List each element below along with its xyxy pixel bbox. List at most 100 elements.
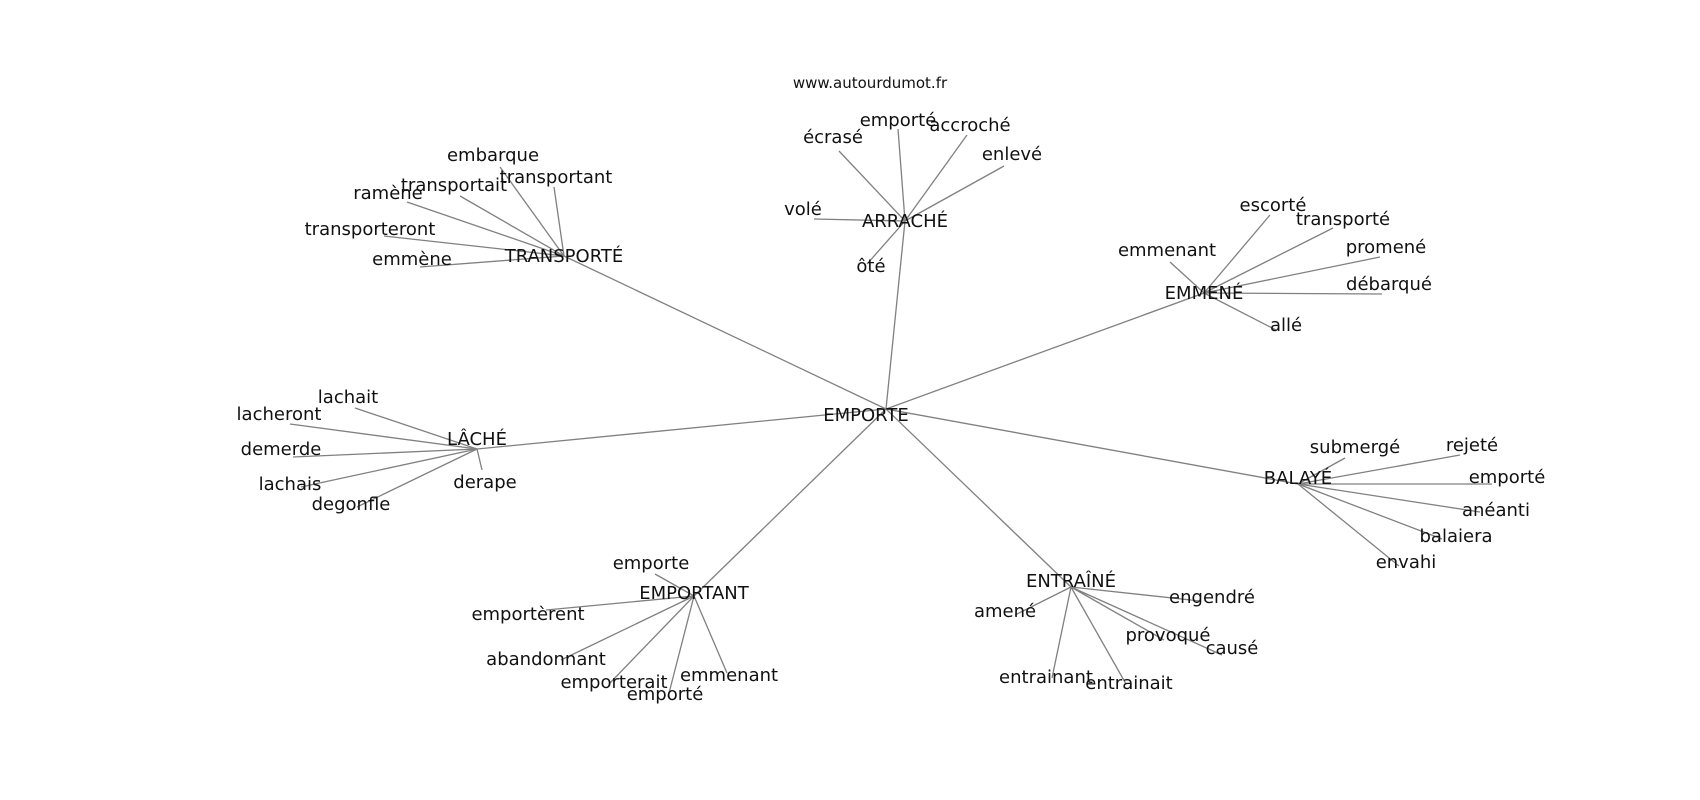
hub-word-edge bbox=[1070, 586, 1165, 641]
related-word: ramène bbox=[353, 183, 423, 204]
hub-word-edge bbox=[1203, 214, 1271, 294]
related-word: entrainait bbox=[1085, 673, 1172, 694]
related-word: entrainant bbox=[999, 667, 1093, 688]
hub-word: LÂCHÉ bbox=[447, 428, 507, 450]
hub-word-edge bbox=[300, 448, 478, 488]
watermark-text: www.autourdumot.fr bbox=[793, 74, 948, 92]
hub-word-edge bbox=[383, 235, 565, 257]
related-word: balaiera bbox=[1420, 526, 1493, 547]
hub-word-edge bbox=[838, 150, 906, 222]
hub-word-edge bbox=[499, 166, 565, 257]
hub-word: BALAYÉ bbox=[1264, 467, 1332, 489]
hub-word-edge bbox=[1297, 483, 1443, 540]
hub-word-edge bbox=[667, 595, 695, 698]
related-word: submergé bbox=[1310, 437, 1400, 458]
hub-word-edge bbox=[1297, 457, 1346, 485]
hub-word-edge bbox=[419, 255, 565, 268]
hub-word-edge bbox=[406, 201, 565, 257]
hub-word-edge bbox=[904, 165, 1005, 222]
related-word: emmenant bbox=[1118, 240, 1216, 261]
graph-labels: EMPORTEARRACHÉemportéaccrochéécraséenlev… bbox=[237, 110, 1546, 705]
hub-word-edge bbox=[289, 423, 478, 450]
hub-word-edge bbox=[1203, 292, 1277, 331]
related-word: débarqué bbox=[1346, 274, 1432, 295]
hub-word: EMMENÉ bbox=[1165, 282, 1244, 304]
related-word: ôté bbox=[856, 256, 885, 277]
related-word: causé bbox=[1206, 638, 1259, 659]
hub-word-edge bbox=[813, 218, 906, 222]
hub-word-edge bbox=[1297, 483, 1481, 513]
hub-word-edge bbox=[866, 220, 906, 265]
related-word: emmenant bbox=[680, 665, 778, 686]
related-word: transportait bbox=[401, 175, 507, 196]
related-word: écrasé bbox=[803, 127, 863, 148]
hub-word-edge bbox=[904, 134, 968, 222]
related-word: abandonnant bbox=[486, 649, 606, 670]
hub-word-edge bbox=[459, 195, 565, 257]
related-word: amené bbox=[974, 601, 1036, 622]
hub-word-edge bbox=[1070, 586, 1201, 602]
hub-word-edge bbox=[1203, 256, 1381, 294]
hub-word-edge bbox=[1203, 292, 1383, 295]
hub-word-edge bbox=[1051, 586, 1072, 679]
related-word: emporterait bbox=[560, 672, 667, 693]
center-hub-edge bbox=[885, 408, 1072, 588]
hub-word: ENTRAÎNÉ bbox=[1026, 570, 1116, 592]
related-word: emporté bbox=[860, 110, 937, 131]
hub-word-edge bbox=[1070, 586, 1223, 656]
related-word: emmène bbox=[372, 249, 452, 270]
hub-word-edge bbox=[608, 595, 695, 685]
related-word: allé bbox=[1270, 315, 1302, 336]
related-word: degonfle bbox=[312, 494, 391, 515]
hub-word-edge bbox=[476, 448, 483, 471]
hub-word-edge bbox=[693, 595, 728, 674]
related-word: promené bbox=[1346, 237, 1427, 258]
related-word: derape bbox=[453, 472, 516, 493]
hub-word-edge bbox=[553, 186, 565, 257]
related-word: lacheront bbox=[237, 404, 322, 425]
center-hub-edge bbox=[885, 292, 1205, 410]
related-word: emporté bbox=[1469, 467, 1546, 488]
related-word: escorté bbox=[1240, 195, 1307, 216]
related-word: emporte bbox=[613, 553, 690, 574]
center-hub-edge bbox=[476, 408, 887, 450]
related-word: transporté bbox=[1296, 209, 1390, 230]
related-word: emportèrent bbox=[471, 604, 584, 625]
related-word: engendré bbox=[1169, 587, 1255, 608]
hub-word-edge bbox=[1070, 586, 1127, 685]
hub-word-edge bbox=[560, 595, 695, 661]
hub-word-edge bbox=[292, 448, 478, 458]
related-word: envahi bbox=[1376, 552, 1437, 573]
hub-word-edge bbox=[1169, 261, 1205, 294]
related-word: transporteront bbox=[305, 219, 436, 240]
hub-word-edge bbox=[545, 595, 695, 611]
related-word: accroché bbox=[929, 115, 1010, 136]
hub-word-edge bbox=[654, 573, 695, 597]
hub-word-edge bbox=[356, 448, 478, 508]
center-hub-edge bbox=[693, 408, 887, 597]
hub-word: ARRACHÉ bbox=[862, 210, 948, 232]
related-word: enlevé bbox=[982, 144, 1042, 165]
hub-word-edge bbox=[354, 407, 478, 450]
center-hub-edge bbox=[885, 220, 906, 410]
related-word: transportant bbox=[500, 167, 613, 188]
related-word: anéanti bbox=[1462, 500, 1530, 521]
related-word: rejeté bbox=[1446, 435, 1498, 456]
center-hub-edge bbox=[885, 408, 1299, 485]
related-word: emporté bbox=[627, 684, 704, 705]
hub-word: TRANSPORTÉ bbox=[504, 245, 624, 267]
hub-word-edge bbox=[1203, 227, 1334, 294]
hub-word: EMPORTANT bbox=[639, 583, 749, 604]
graph-edges bbox=[289, 128, 1492, 698]
related-word: volé bbox=[784, 199, 822, 220]
center-hub-edge bbox=[563, 255, 887, 410]
related-word: demerde bbox=[241, 439, 322, 460]
related-word: lachait bbox=[318, 387, 378, 408]
hub-word-edge bbox=[897, 128, 906, 222]
hub-word-edge bbox=[1014, 586, 1072, 616]
related-word: provoqué bbox=[1125, 625, 1210, 646]
hub-word-edge bbox=[1297, 483, 1400, 567]
related-word: embarque bbox=[447, 145, 539, 166]
center-word: EMPORTE bbox=[823, 405, 909, 426]
